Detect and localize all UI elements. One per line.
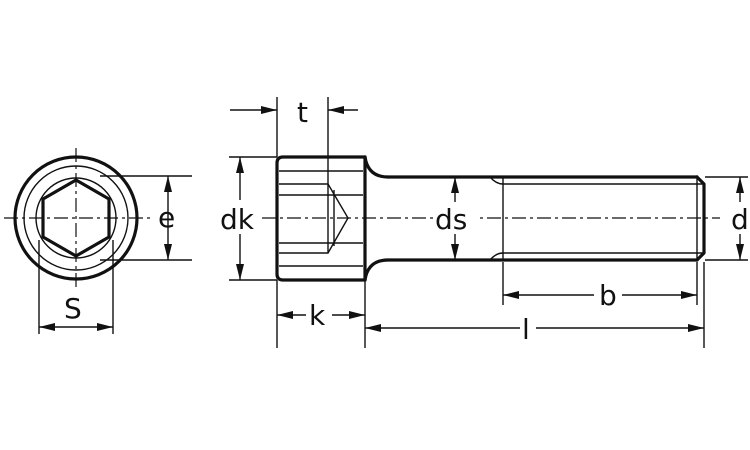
label-l: l xyxy=(522,313,530,346)
dk-arrow-top xyxy=(236,157,244,173)
label-k: k xyxy=(309,299,326,332)
d-label-mask xyxy=(730,202,750,234)
l-arrow-right xyxy=(688,324,704,332)
side-dimensions: t dk ds d k xyxy=(218,96,750,348)
screw-tip xyxy=(695,175,706,262)
label-t: t xyxy=(297,96,308,129)
k-arrow-right xyxy=(349,311,365,319)
ds-arrow-bottom xyxy=(451,244,459,260)
t-arrow-right xyxy=(328,106,344,114)
b-arrow-left xyxy=(503,291,519,299)
label-dk: dk xyxy=(220,203,255,236)
side-view xyxy=(262,155,720,282)
e-arrow-top xyxy=(164,176,172,192)
fillet-top xyxy=(363,155,390,179)
fillet-bottom xyxy=(363,258,390,282)
label-b: b xyxy=(599,279,617,312)
l-label-mask xyxy=(520,312,536,346)
s-arrow-right xyxy=(97,323,113,331)
e-arrow-bottom xyxy=(164,244,172,260)
b-arrow-right xyxy=(681,291,697,299)
dk-arrow-bottom xyxy=(236,264,244,280)
head-outline xyxy=(275,155,367,282)
thread-runout-top xyxy=(489,176,504,185)
t-arrow-left xyxy=(261,106,277,114)
ds-label-mask xyxy=(433,202,477,234)
s-arrow-left xyxy=(39,323,55,331)
k-arrow-left xyxy=(277,311,293,319)
ds-arrow-top xyxy=(451,177,459,193)
thread-runout-bottom xyxy=(489,252,504,261)
b-label-mask xyxy=(594,278,622,312)
dk-label-mask xyxy=(218,200,260,234)
label-ds: ds xyxy=(435,203,467,236)
label-e: e xyxy=(158,201,175,234)
d-arrow-top xyxy=(736,177,744,193)
d-arrow-bottom xyxy=(736,244,744,260)
k-label-mask xyxy=(306,298,332,332)
end-view: e S xyxy=(4,148,192,334)
l-arrow-left xyxy=(365,324,381,332)
label-d: d xyxy=(731,203,749,236)
label-s: S xyxy=(64,292,82,325)
